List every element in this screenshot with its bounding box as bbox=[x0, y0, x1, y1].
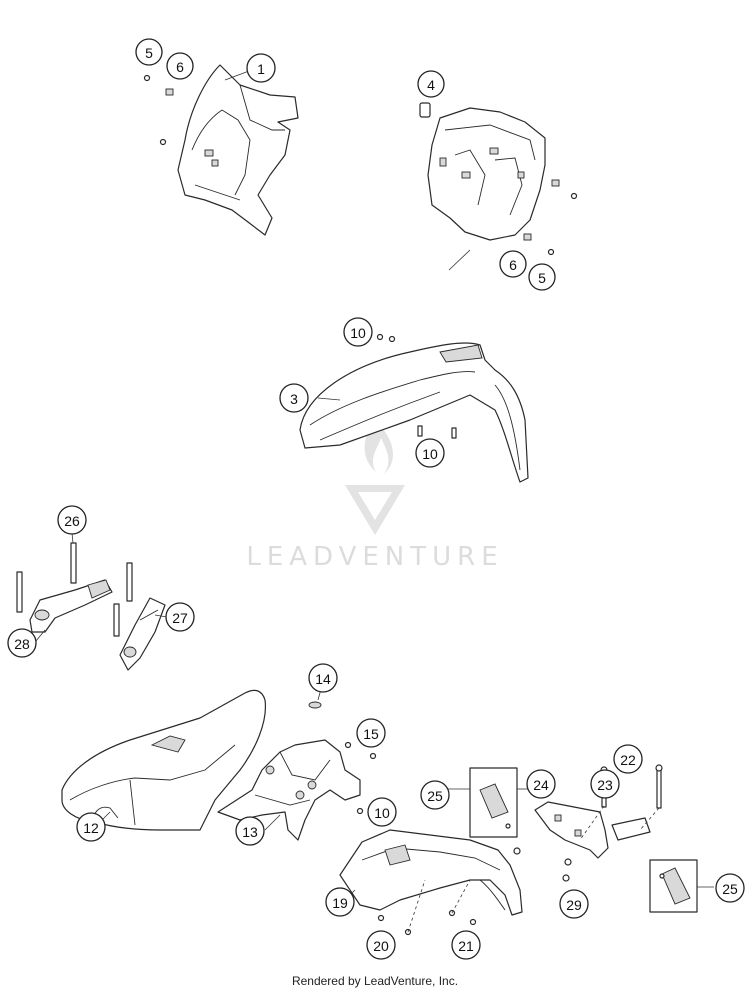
callout-5-bracket: 5 bbox=[528, 263, 556, 291]
bolt-left bbox=[16, 571, 23, 613]
svg-text:29: 29 bbox=[566, 897, 582, 913]
nut-20-a bbox=[377, 914, 385, 922]
footer-credit: Rendered by LeadVenture, Inc. bbox=[291, 974, 459, 988]
callout-1: 1 bbox=[246, 53, 276, 83]
screw-15-b bbox=[369, 752, 377, 760]
svg-text:19: 19 bbox=[332, 895, 348, 911]
bolt-23 bbox=[656, 769, 662, 809]
nut-6-bracket-bottom bbox=[523, 233, 532, 241]
callout-25-upper: 25 bbox=[420, 780, 450, 810]
screw-5-bracket-bottom bbox=[547, 248, 555, 256]
rear-bracket bbox=[217, 739, 361, 841]
svg-text:28: 28 bbox=[14, 636, 30, 652]
dashed-line-23 bbox=[639, 807, 660, 831]
callout-10-rear: 10 bbox=[367, 797, 397, 827]
screw-5-upper bbox=[143, 74, 151, 82]
svg-text:23: 23 bbox=[597, 777, 613, 793]
svg-text:12: 12 bbox=[83, 820, 99, 836]
svg-text:14: 14 bbox=[315, 671, 331, 687]
screw-10-bottom-b bbox=[451, 427, 457, 439]
screw-10-bottom-a bbox=[417, 425, 423, 437]
callout-22: 22 bbox=[613, 744, 643, 774]
rubber-4 bbox=[419, 102, 431, 118]
bolt-lower bbox=[113, 603, 120, 637]
callout-24: 24 bbox=[526, 769, 556, 799]
callout-26: 26 bbox=[57, 505, 87, 535]
svg-text:10: 10 bbox=[374, 805, 390, 821]
reflector-box-lower bbox=[649, 859, 698, 913]
callout-13: 13 bbox=[235, 816, 265, 846]
bolt-right bbox=[126, 562, 133, 602]
svg-text:1: 1 bbox=[257, 61, 265, 77]
callout-14: 14 bbox=[308, 663, 338, 693]
headlight-bracket bbox=[427, 107, 546, 241]
callout-6-bracket: 6 bbox=[499, 250, 527, 278]
watermark-v-icon bbox=[345, 485, 405, 535]
watermark: LEADVENTURE bbox=[246, 420, 503, 572]
svg-text:13: 13 bbox=[242, 824, 258, 840]
reflector-box-upper bbox=[469, 767, 518, 838]
svg-text:25: 25 bbox=[722, 881, 738, 897]
svg-text:20: 20 bbox=[373, 938, 389, 954]
screw-left bbox=[159, 138, 167, 146]
svg-text:6: 6 bbox=[509, 257, 517, 273]
svg-text:4: 4 bbox=[427, 77, 435, 93]
dashed-line-21 bbox=[451, 879, 471, 914]
svg-text:21: 21 bbox=[458, 938, 474, 954]
svg-text:5: 5 bbox=[538, 270, 546, 286]
nut-29-b bbox=[562, 874, 570, 882]
screw-10-rear bbox=[356, 807, 364, 815]
svg-text:10: 10 bbox=[350, 325, 366, 341]
svg-text:3: 3 bbox=[290, 391, 298, 407]
callout-28: 28 bbox=[7, 628, 37, 658]
svg-text:22: 22 bbox=[620, 752, 636, 768]
nut-24 bbox=[513, 847, 521, 855]
callout-4: 4 bbox=[417, 70, 445, 98]
callout-23: 23 bbox=[590, 769, 620, 799]
headlight-mask bbox=[177, 64, 299, 236]
callout-12: 12 bbox=[76, 812, 106, 842]
callout-20: 20 bbox=[366, 930, 396, 960]
callout-3: 3 bbox=[279, 383, 309, 413]
svg-text:25: 25 bbox=[427, 788, 443, 804]
rear-fender bbox=[339, 829, 523, 916]
svg-text:27: 27 bbox=[172, 610, 188, 626]
callout-27: 27 bbox=[165, 602, 195, 632]
dashed-line-22 bbox=[579, 805, 605, 841]
callout-19: 19 bbox=[325, 887, 355, 917]
screw-5-bracket-top bbox=[570, 192, 578, 200]
svg-text:24: 24 bbox=[533, 777, 549, 793]
callout-25-lower: 25 bbox=[715, 873, 745, 903]
nut-21-b bbox=[469, 918, 477, 926]
grommet-14 bbox=[308, 701, 322, 709]
svg-text:5: 5 bbox=[145, 45, 153, 61]
callout-15: 15 bbox=[356, 718, 386, 748]
svg-text:15: 15 bbox=[363, 726, 379, 742]
svg-text:6: 6 bbox=[176, 59, 184, 75]
nut-29-a bbox=[564, 858, 572, 866]
nut-6-upper bbox=[165, 88, 174, 96]
fork-protector-brackets bbox=[16, 542, 166, 671]
bolt-26 bbox=[70, 542, 77, 584]
screw-10-top-a bbox=[376, 333, 384, 341]
screw-10-top-b bbox=[388, 335, 396, 343]
callout-29: 29 bbox=[559, 889, 589, 919]
callout-5-top: 5 bbox=[135, 38, 163, 66]
callout-10-top: 10 bbox=[343, 317, 373, 347]
svg-text:26: 26 bbox=[64, 513, 80, 529]
callout-6-top: 6 bbox=[166, 52, 194, 80]
screw-15-a bbox=[344, 741, 352, 749]
watermark-text: LEADVENTURE bbox=[246, 542, 503, 572]
nut-6-bracket-top bbox=[551, 179, 560, 187]
callout-21: 21 bbox=[451, 930, 481, 960]
callout-10-fender: 10 bbox=[415, 438, 445, 468]
svg-text:10: 10 bbox=[422, 446, 438, 462]
front-fender bbox=[299, 342, 529, 483]
